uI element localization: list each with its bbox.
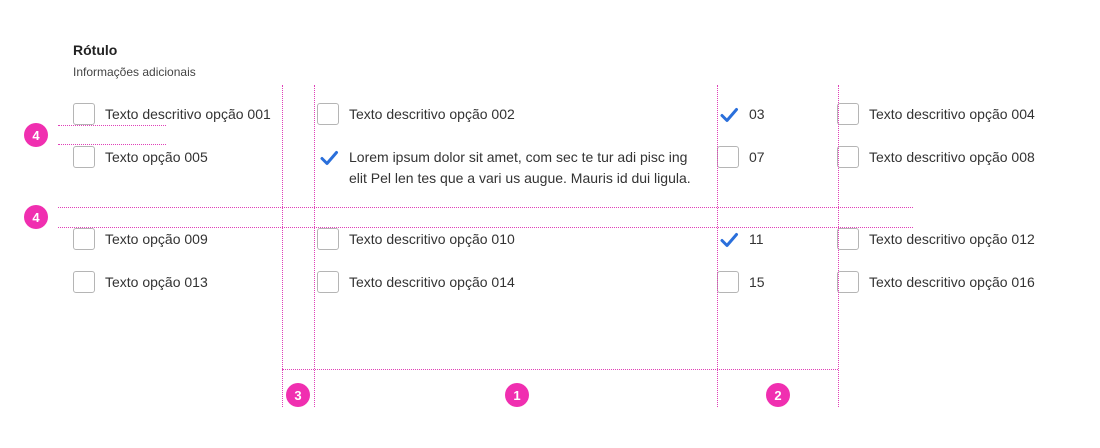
guide-line-row-mid-2: [58, 227, 913, 228]
option-label: Lorem ipsum dolor sit amet, com sec te t…: [349, 149, 691, 186]
option-label: Texto descritivo opção 014: [349, 274, 515, 290]
option-label: Texto descritivo opção 004: [869, 106, 1035, 122]
option-label: Texto opção 009: [105, 231, 208, 247]
option-014[interactable]: Texto descritivo opção 014: [317, 271, 515, 293]
guide-line-row-top-1: [58, 125, 166, 126]
option-004[interactable]: Texto descritivo opção 004: [837, 103, 1035, 125]
checkmark-icon: [320, 151, 338, 165]
option-lorem[interactable]: Lorem ipsum dolor sit amet, com sec te t…: [317, 146, 697, 189]
checkbox[interactable]: [717, 103, 739, 125]
option-009[interactable]: Texto opção 009: [73, 228, 208, 250]
spacing-badge-col-1: 1: [505, 383, 529, 407]
checkbox[interactable]: [317, 103, 339, 125]
option-008[interactable]: Texto descritivo opção 008: [837, 146, 1035, 168]
guide-line-col2-right: [838, 85, 839, 407]
guide-line-bottom: [282, 369, 838, 370]
checkmark-icon: [720, 108, 738, 122]
checkbox[interactable]: [317, 146, 339, 168]
option-label: Texto opção 013: [105, 274, 208, 290]
option-016[interactable]: Texto descritivo opção 016: [837, 271, 1035, 293]
option-005[interactable]: Texto opção 005: [73, 146, 208, 168]
checkbox[interactable]: [73, 228, 95, 250]
checkbox[interactable]: [73, 271, 95, 293]
checkbox[interactable]: [837, 103, 859, 125]
spacing-badge-col-2: 2: [766, 383, 790, 407]
checkbox[interactable]: [317, 228, 339, 250]
checkbox[interactable]: [317, 271, 339, 293]
option-label: Texto descritivo opção 008: [869, 149, 1035, 165]
option-label: Texto descritivo opção 016: [869, 274, 1035, 290]
option-label: Texto opção 005: [105, 149, 208, 165]
field-additional-info: Informações adicionais: [73, 65, 196, 79]
option-label: 03: [749, 106, 765, 122]
option-11[interactable]: 11: [717, 228, 764, 250]
guide-line-col3-left: [282, 85, 283, 407]
checkbox[interactable]: [73, 146, 95, 168]
guide-line-col2-left: [717, 85, 718, 407]
checkbox[interactable]: [717, 228, 739, 250]
option-07[interactable]: 07: [717, 146, 765, 168]
spacing-badge-col-3: 3: [286, 383, 310, 407]
option-label: 07: [749, 149, 765, 165]
checkbox[interactable]: [73, 103, 95, 125]
option-15[interactable]: 15: [717, 271, 765, 293]
checkbox[interactable]: [837, 146, 859, 168]
checkbox[interactable]: [717, 271, 739, 293]
checkbox[interactable]: [837, 271, 859, 293]
option-012[interactable]: Texto descritivo opção 012: [837, 228, 1035, 250]
option-label: Texto descritivo opção 001: [105, 106, 271, 122]
option-label: Texto descritivo opção 012: [869, 231, 1035, 247]
guide-line-row-top-2: [58, 144, 166, 145]
option-label: 11: [749, 231, 764, 247]
checkbox[interactable]: [837, 228, 859, 250]
option-label: Texto descritivo opção 002: [349, 106, 515, 122]
option-label: 15: [749, 274, 765, 290]
spacing-badge-row-top: 4: [24, 123, 48, 147]
option-002[interactable]: Texto descritivo opção 002: [317, 103, 515, 125]
option-label: Texto descritivo opção 010: [349, 231, 515, 247]
option-013[interactable]: Texto opção 013: [73, 271, 208, 293]
option-03[interactable]: 03: [717, 103, 765, 125]
field-label: Rótulo: [73, 42, 118, 58]
option-010[interactable]: Texto descritivo opção 010: [317, 228, 515, 250]
checkbox[interactable]: [717, 146, 739, 168]
option-001[interactable]: Texto descritivo opção 001: [73, 103, 271, 125]
guide-line-row-mid-1: [58, 207, 913, 208]
checkmark-icon: [720, 233, 738, 247]
guide-line-col3-right: [314, 85, 315, 407]
spacing-badge-row-mid: 4: [24, 205, 48, 229]
